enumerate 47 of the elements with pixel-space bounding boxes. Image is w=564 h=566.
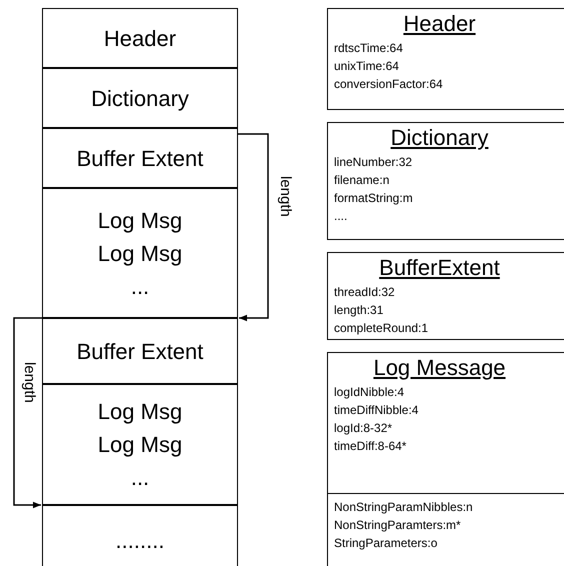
field-entry: lineNumber:32 (334, 154, 412, 171)
section-label: Dictionary (91, 84, 189, 113)
field-entry: unixTime:64 (334, 58, 399, 75)
field-entry: logId:8-32* (334, 420, 392, 437)
field-entry: NonStringParamNibbles:n (334, 499, 473, 516)
field-entry: formatString:m (334, 190, 413, 207)
field-entry: completeRound:1 (334, 320, 428, 337)
field-entry: filename:n (334, 172, 390, 189)
buffer-section (42, 318, 238, 384)
section-label: Log Msg (98, 240, 182, 268)
section-label: Buffer Extent (76, 338, 204, 366)
edge-label: length (276, 176, 294, 217)
section-label: Log Msg (98, 431, 182, 459)
field-entry: threadId:32 (334, 284, 395, 301)
section-label: Log Msg (98, 398, 182, 426)
struct-title: BufferExtent (379, 255, 500, 281)
buffer-section (42, 384, 238, 505)
struct-panel (327, 122, 564, 240)
field-entry: timeDiffNibble:4 (334, 402, 418, 419)
struct-panel (327, 352, 564, 566)
field-entry: logIdNibble:4 (334, 384, 404, 401)
struct-title: Header (403, 11, 476, 37)
field-entry: timeDiff:8-64* (334, 438, 406, 455)
buffer-section (42, 505, 238, 566)
field-entry: .... (334, 208, 348, 225)
section-label: Buffer Extent (76, 144, 204, 172)
edge-label: length (20, 362, 38, 402)
buffer-section (42, 68, 238, 128)
section-label: ... (130, 272, 150, 300)
field-entry: conversionFactor:64 (334, 76, 443, 93)
field-entry: rdtscTime:64 (334, 40, 403, 57)
struct-title: Dictionary (390, 125, 488, 151)
length-arrow (13, 317, 42, 508)
buffer-section (42, 8, 238, 68)
struct-title: Log Message (373, 355, 506, 381)
section-label: Log Msg (98, 206, 182, 235)
length-arrow (238, 133, 269, 322)
struct-panel (327, 252, 564, 340)
buffer-section (42, 128, 238, 188)
struct-panel (327, 8, 564, 110)
field-entry: NonStringParamters:m* (334, 517, 461, 534)
field-entry: StringParameters:o (334, 535, 438, 552)
buffer-section (42, 188, 238, 318)
section-label: ........ (116, 526, 164, 554)
field-entry: length:31 (334, 302, 384, 319)
section-label: ... (130, 464, 150, 492)
section-label: Header (104, 24, 176, 52)
